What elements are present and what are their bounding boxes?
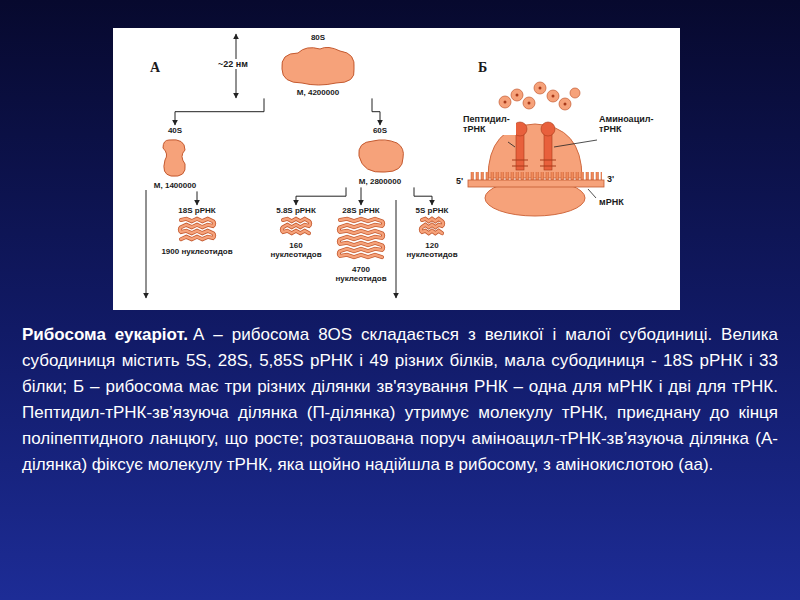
part-size: M, 2800000 [359,176,401,187]
ribosome-80s: 80S M, 4200000 [258,32,378,98]
part-size: 4700 нуклеотидов [330,264,392,284]
part-size: M, 4200000 [297,87,339,98]
rrna-18s: 18S рРНК 1900 нуклеотидов [155,205,239,257]
rrna-coil [418,216,446,240]
caption-text: А – рибосома 8OS складається з великої і… [22,325,778,474]
rrna-5-8s: 5.8S рРНК 160 нуклеотидов [266,205,326,261]
part-name: 5.8S рРНК [276,205,316,216]
caption-paragraph: Рибосома еукаріот.А – рибосома 8OS склад… [22,322,778,478]
part-name: 80S [311,32,325,43]
part-name: Пептидил-тРНК [462,114,516,135]
end-mark: 3' [607,174,614,184]
rrna-5s: 5S рРНК 120 нуклеотидов [402,205,462,261]
arrow-connector [296,187,346,205]
caption-title: Рибосома еукаріот. [22,325,188,344]
arrow-connector [197,191,198,205]
end-mark: 5' [456,176,463,186]
panel-letter: А [150,60,160,76]
part-name: 60S [373,125,387,136]
ribosome-subunit [353,136,407,176]
part-size: 120 нуклеотидов [402,240,462,260]
arrow-connector [372,98,380,125]
ribosome-subunit [276,43,360,87]
part-name: 18S рРНК [178,205,215,216]
part-name: Аминоацил-тРНК [599,114,669,135]
arrow-connector [361,187,362,205]
rrna-coil [336,216,386,264]
part-size: 1900 нуклеотидов [161,246,232,257]
part-size: 160 нуклеотидов [266,240,326,260]
subunit-40s: 40S M, 1400000 [140,125,210,191]
part-size: M, 1400000 [154,180,196,191]
rrna-coil [177,216,217,246]
ribosome-subunit [159,136,191,180]
subunit-60s: 60S M, 2800000 [340,125,420,187]
rrna-coil [279,216,313,240]
part-name: 40S [168,125,182,136]
dimension: ~22 нм [217,59,249,69]
part-name: мРНК [599,197,624,207]
part-name: 28S рРНК [342,205,379,216]
arrow-connector [175,98,264,125]
part-name: 5S рРНК [416,205,449,216]
panel-letter: Б [478,60,487,76]
rrna-28s: 28S рРНК 4700 нуклеотидов [330,205,392,285]
arrow-connector [414,187,432,205]
